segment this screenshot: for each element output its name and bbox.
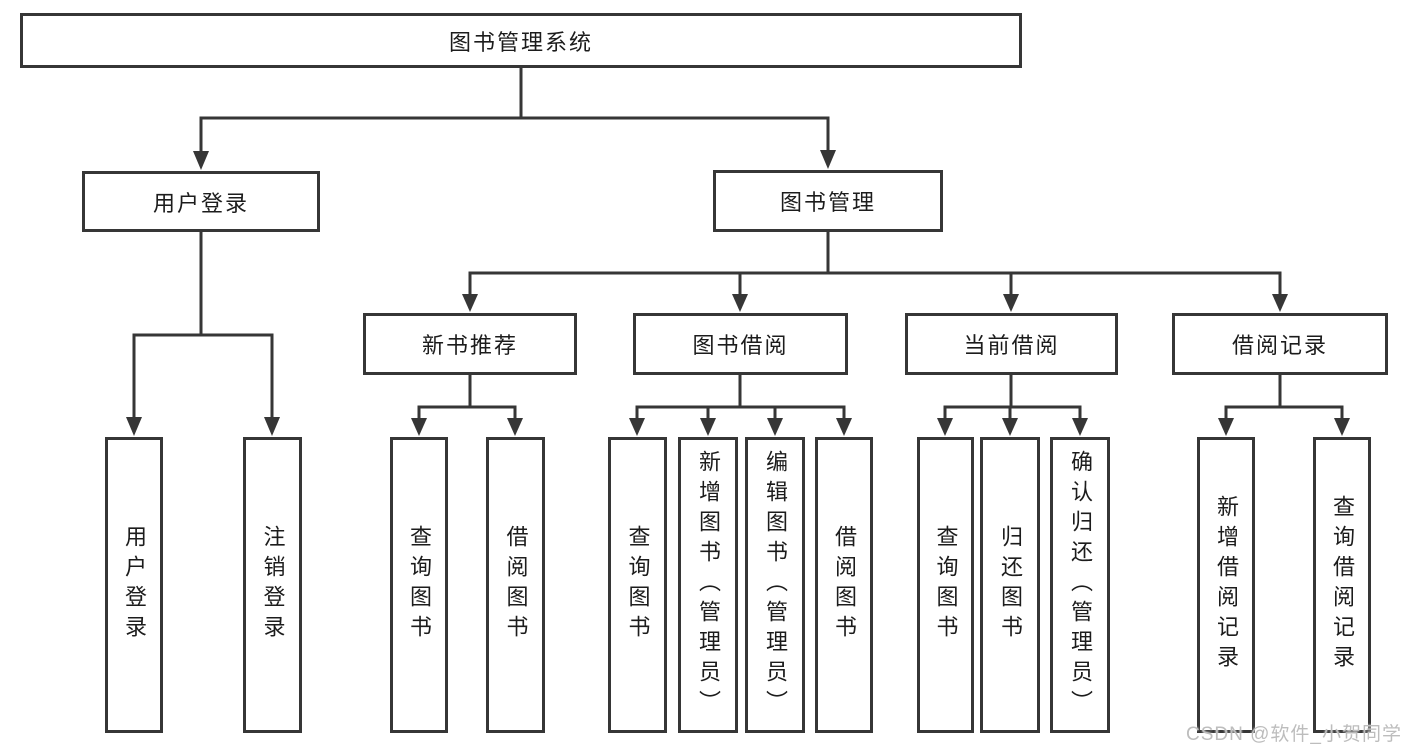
node-label: 查询图书 [407,525,432,645]
node-label: 确认归还（管理员） [1068,450,1093,720]
node-label: 借阅图书 [832,525,857,645]
leaf-query-books-2: 查询图书 [608,437,667,733]
leaf-query-books-3: 查询图书 [917,437,974,733]
node-new-book-recommend: 新书推荐 [363,313,577,375]
leaf-confirm-return-admin: 确认归还（管理员） [1050,437,1110,733]
node-user-login: 用户登录 [82,171,320,232]
node-label: 用户登录 [152,190,249,216]
node-label: 查询借阅记录 [1330,495,1355,675]
node-label: 归还图书 [998,525,1023,645]
leaf-borrow-books-2: 借阅图书 [815,437,873,733]
node-label: 编辑图书（管理员） [763,450,788,720]
node-book-borrow: 图书借阅 [633,313,848,375]
csdn-watermark: CSDN @软件_小贺同学 [1186,724,1402,745]
leaf-return-book: 归还图书 [980,437,1040,733]
leaf-query-books-1: 查询图书 [390,437,448,733]
leaf-logout: 注销登录 [243,437,302,733]
leaf-borrow-books-1: 借阅图书 [486,437,545,733]
leaf-query-borrow-record: 查询借阅记录 [1313,437,1371,733]
node-label: 新增图书（管理员） [696,450,721,720]
node-book-management: 图书管理 [713,170,943,232]
node-label: 查询图书 [625,525,651,645]
node-label: 借阅图书 [503,525,529,645]
node-current-borrow: 当前借阅 [905,313,1118,375]
node-label: 当前借阅 [963,333,1060,358]
node-label: 查询图书 [933,525,959,645]
node-label: 注销登录 [260,525,286,645]
node-label: 新增借阅记录 [1214,495,1239,675]
node-label: 用户登录 [122,525,147,645]
node-label: 借阅记录 [1231,333,1328,358]
node-label: 图书管理 [779,190,876,215]
leaf-edit-book-admin: 编辑图书（管理员） [745,437,805,733]
leaf-add-borrow-record: 新增借阅记录 [1197,437,1255,733]
arrowhead-icons [126,150,1350,436]
node-label: 图书管理系统 [448,29,593,55]
node-label: 新书推荐 [421,333,518,358]
node-label: 图书借阅 [692,333,789,358]
leaf-user-login: 用户登录 [105,437,163,733]
node-library-management-system: 图书管理系统 [20,13,1022,68]
leaf-add-book-admin: 新增图书（管理员） [678,437,738,733]
node-borrow-records: 借阅记录 [1172,313,1388,375]
